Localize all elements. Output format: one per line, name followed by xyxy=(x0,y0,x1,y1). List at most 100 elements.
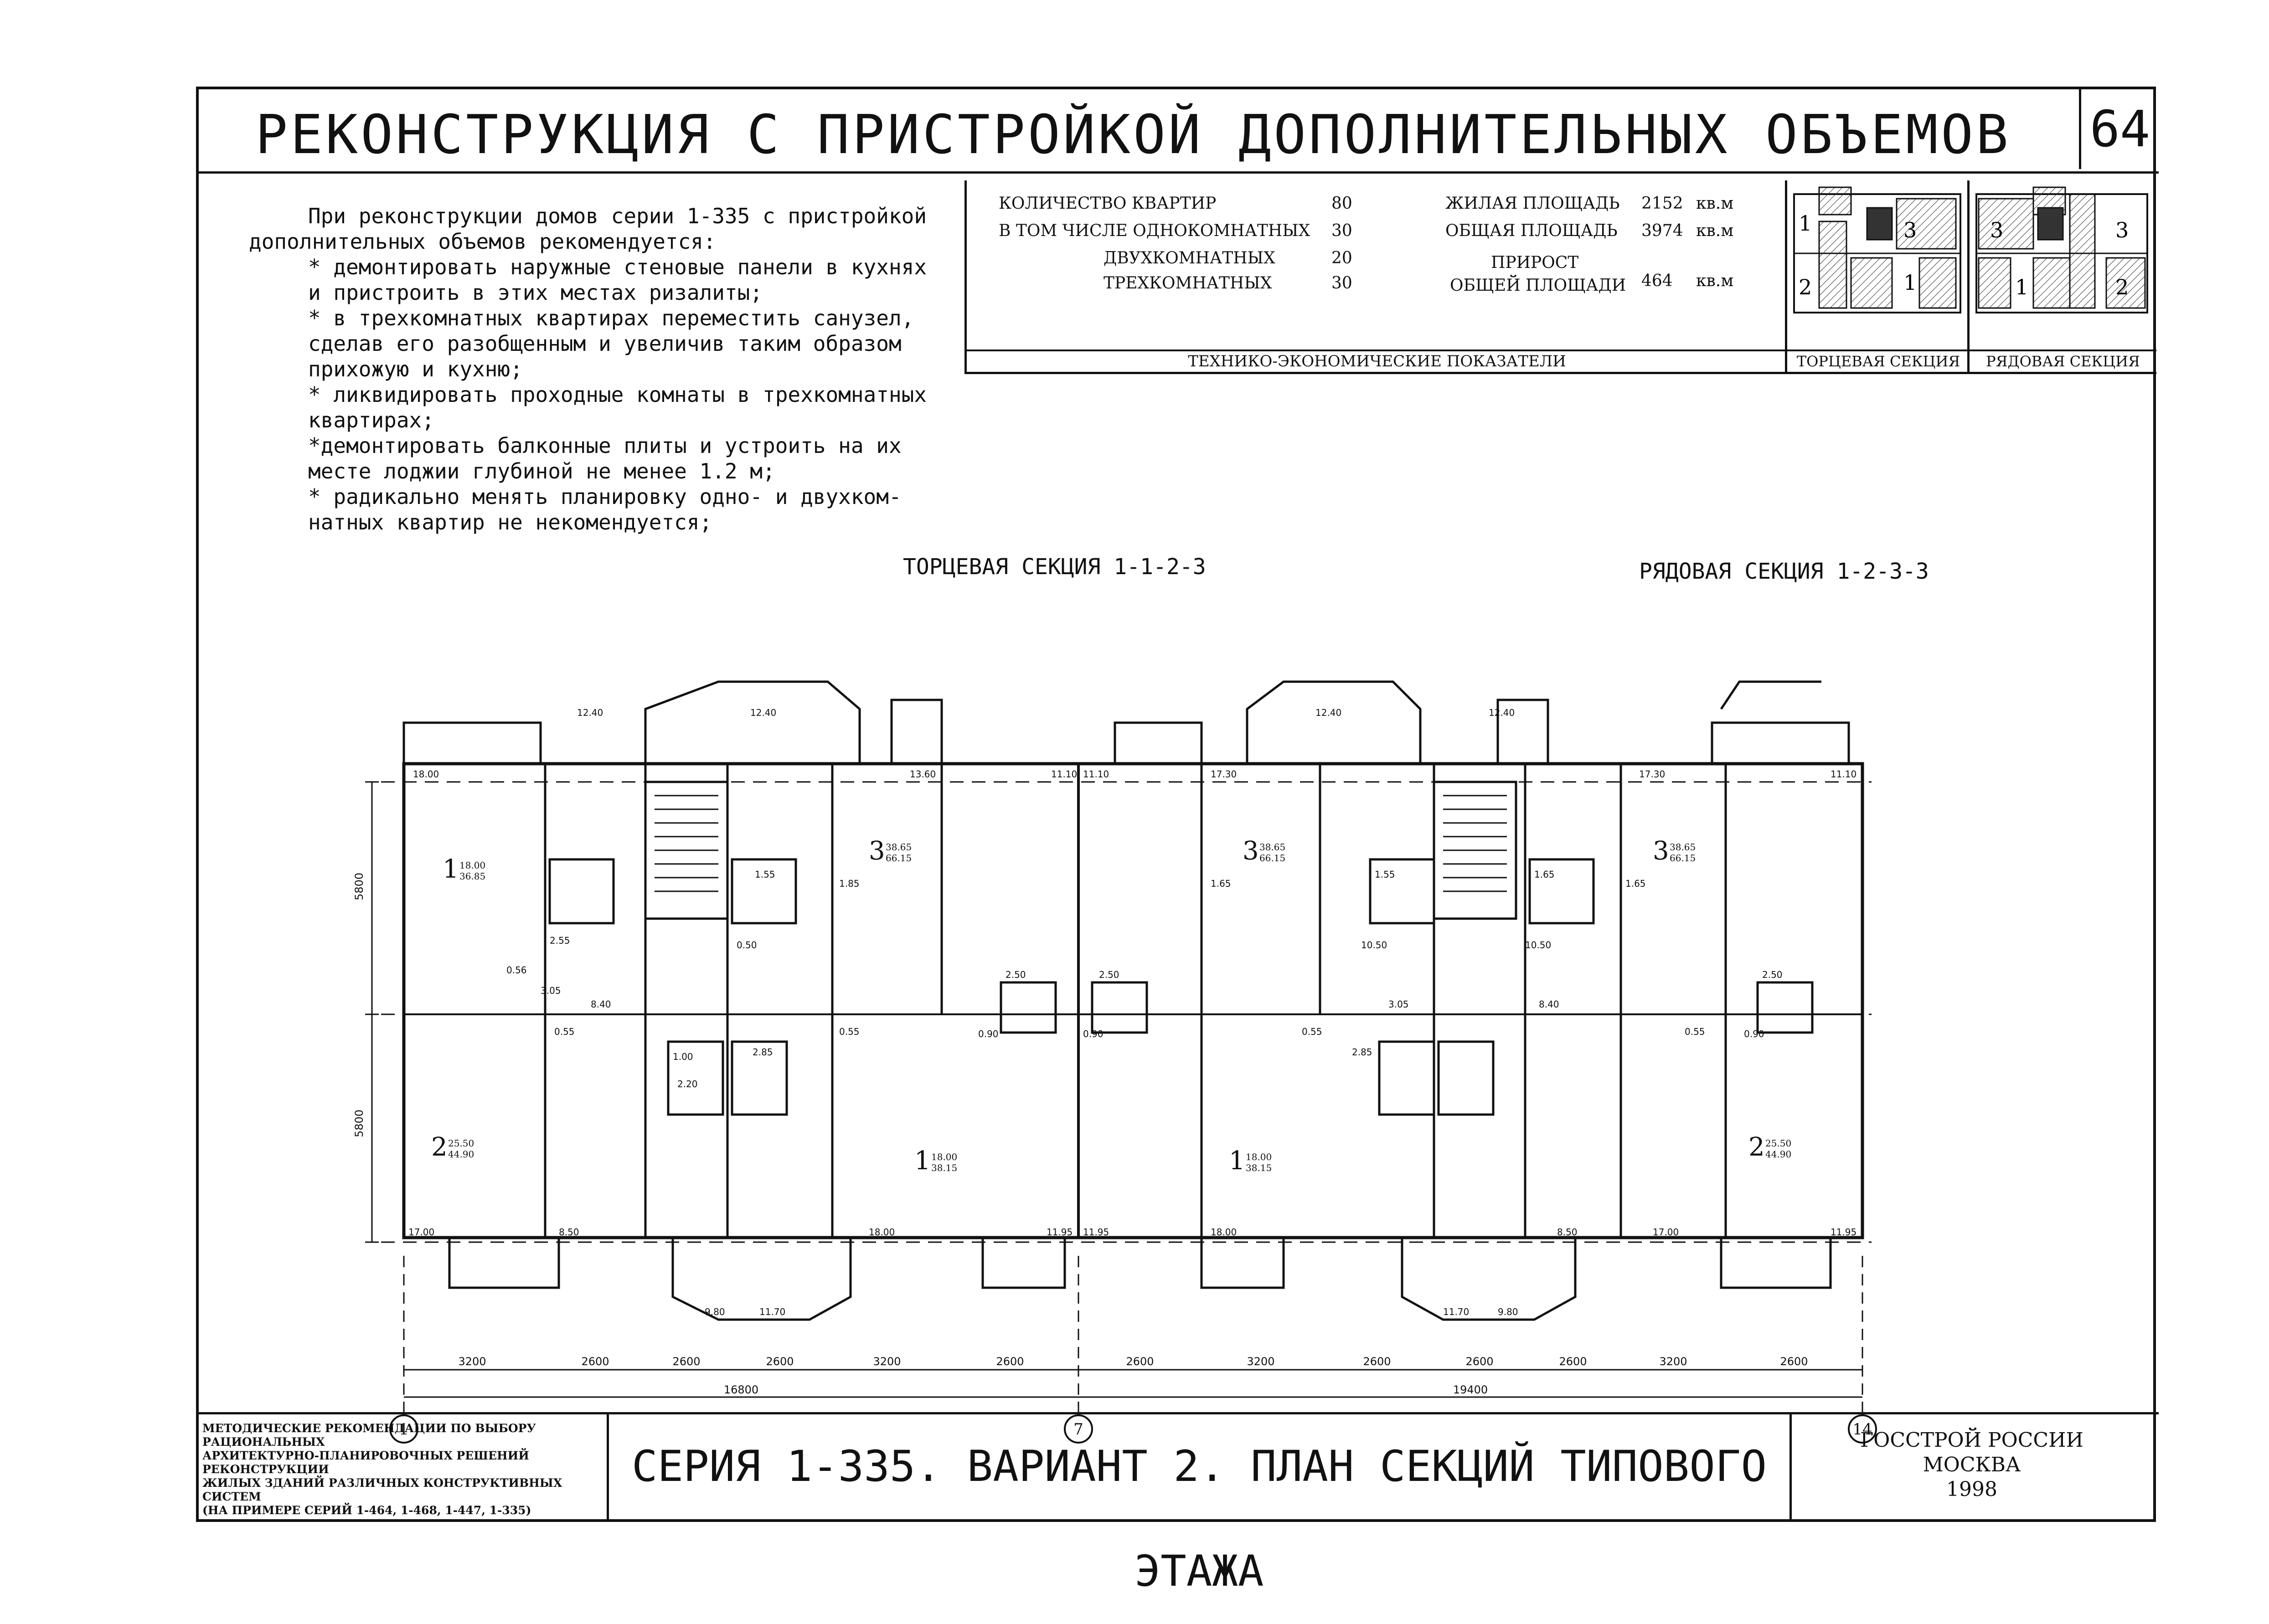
area-label: 18.00 xyxy=(413,769,439,780)
end-section-title: ТОРЦЕВАЯ СЕКЦИЯ 1-1-2-3 xyxy=(903,554,1206,580)
tep-value: 3974 xyxy=(1641,221,1683,240)
area-label: 18.00 xyxy=(869,1227,895,1238)
svg-text:1: 1 xyxy=(1229,1146,1245,1176)
scheme-number: 3 xyxy=(2115,218,2129,242)
note-line: * радикально менять планировку одно- и д… xyxy=(308,484,902,509)
area-label: 2.50 xyxy=(1762,969,1783,980)
area-label: 12.40 xyxy=(1489,707,1515,718)
axis-label-col: 14 xyxy=(1852,1420,1872,1439)
area-label: 2.85 xyxy=(753,1047,773,1058)
scheme-number: 2 xyxy=(1799,275,1812,299)
area-label: 12.40 xyxy=(1315,707,1341,718)
svg-text:18.00: 18.00 xyxy=(931,1151,957,1162)
tep-value: 30 xyxy=(1331,221,1352,240)
dim-bottom: 2600 xyxy=(996,1355,1024,1368)
project-line: (НА ПРИМЕРЕ СЕРИЙ 1-464, 1-468, 1-447, 1… xyxy=(202,1504,531,1517)
dim-bottom: 3200 xyxy=(458,1355,486,1368)
area-label: 11.70 xyxy=(1443,1306,1469,1317)
dim-bottom: 3200 xyxy=(1247,1355,1274,1368)
svg-text:44.90: 44.90 xyxy=(1765,1149,1791,1160)
area-label: 0.90 xyxy=(978,1028,999,1039)
svg-text:18.00: 18.00 xyxy=(1246,1151,1272,1162)
scheme-number: 3 xyxy=(1903,218,1917,242)
area-label: 1.55 xyxy=(755,869,775,880)
note-line: прихожую и кухню; xyxy=(308,357,523,381)
svg-text:38.65: 38.65 xyxy=(1259,842,1285,853)
area-label: 11.95 xyxy=(1083,1227,1109,1238)
area-label: 8.40 xyxy=(1539,999,1559,1010)
scheme-number: 3 xyxy=(1990,218,2003,242)
scheme-number: 1 xyxy=(1903,270,1917,295)
svg-text:36.85: 36.85 xyxy=(459,871,485,882)
area-label: 11.70 xyxy=(759,1306,785,1317)
dim-bottom: 2600 xyxy=(1559,1355,1587,1368)
dim-bottom: 2600 xyxy=(1363,1355,1391,1368)
row-section-scheme: 3 3 1 2 xyxy=(1975,186,2148,313)
scheme-number: 1 xyxy=(2015,275,2028,299)
dim-bottom: 2600 xyxy=(672,1355,700,1368)
end-section-caption: ТОРЦЕВАЯ СЕКЦИЯ xyxy=(1787,349,1970,372)
area-label: 11.10 xyxy=(1083,769,1109,780)
end-section-scheme: 1 3 2 1 xyxy=(1793,186,1961,313)
title-row: РЕКОНСТРУКЦИЯ С ПРИСТРОЙКОЙ ДОПОЛНИТЕЛЬН… xyxy=(199,89,2159,174)
dim-total: 16800 xyxy=(724,1383,758,1396)
tep-label: ОБЩЕЙ ПЛОЩАДИ xyxy=(1450,276,1626,295)
axis-label-col: 7 xyxy=(1073,1420,1083,1439)
scheme-number: 1 xyxy=(1799,211,1812,236)
floor-plan: А Б В 1 7 14 5800 11600 5800 3200 2600 2… xyxy=(354,680,1877,1444)
area-label: 1.85 xyxy=(839,878,860,889)
tep-label: ТРЕХКОМНАТНЫХ xyxy=(1104,274,1272,293)
title-block: МЕТОДИЧЕСКИЕ РЕКОМЕНДАЦИИ ПО ВЫБОРУ РАЦИ… xyxy=(199,1412,2159,1596)
area-label: 13.60 xyxy=(910,769,936,780)
tep-label: ЖИЛАЯ ПЛОЩАДЬ xyxy=(1445,194,1620,213)
tep-value: 80 xyxy=(1331,194,1352,213)
dim-bottom: 2600 xyxy=(581,1355,609,1368)
note-line: и пристроить в этих местах ризалиты; xyxy=(308,280,763,305)
project-line: АРХИТЕКТУРНО-ПЛАНИРОВОЧНЫХ РЕШЕНИЙ РЕКОН… xyxy=(202,1449,529,1476)
tep-label: ДВУХКОМНАТНЫХ xyxy=(1104,249,1275,267)
organization-name: ГОССТРОЙ РОССИИ xyxy=(1860,1429,2083,1452)
area-label: 8.40 xyxy=(591,999,611,1010)
svg-text:2: 2 xyxy=(431,1132,448,1162)
scheme-number: 2 xyxy=(2115,275,2129,299)
svg-text:38.65: 38.65 xyxy=(1670,842,1696,853)
tep-label: КОЛИЧЕСТВО КВАРТИР xyxy=(999,194,1217,213)
area-label: 12.40 xyxy=(750,707,776,718)
tep-value: 2152 xyxy=(1641,194,1683,213)
area-label: 10.50 xyxy=(1361,940,1387,951)
sheet-title: РЕКОНСТРУКЦИЯ С ПРИСТРОЙКОЙ ДОПОЛНИТЕЛЬН… xyxy=(255,103,2011,166)
svg-text:38.15: 38.15 xyxy=(931,1162,957,1173)
svg-text:3: 3 xyxy=(1653,836,1669,866)
end-section-thumbnail: 1 3 2 1 ТОРЦЕВАЯ СЕКЦИЯ xyxy=(1785,180,1970,374)
tep-unit: кв.м xyxy=(1696,221,1734,240)
note-line: * ликвидировать проходные комнаты в трех… xyxy=(308,382,927,407)
area-label: 0.55 xyxy=(1685,1026,1705,1037)
area-label: 11.10 xyxy=(1051,769,1077,780)
dim-vertical: 5800 xyxy=(354,873,366,900)
page-number: 64 xyxy=(2079,89,2159,169)
area-label: 0.50 xyxy=(737,940,757,951)
area-label: 2.50 xyxy=(1099,969,1119,980)
tep-unit: кв.м xyxy=(1696,194,1734,213)
svg-text:1: 1 xyxy=(914,1146,931,1176)
tep-value: 30 xyxy=(1331,274,1352,293)
recommendations-text: При реконструкции домов серии 1-335 с пр… xyxy=(249,203,978,535)
axis-label-col: 1 xyxy=(399,1420,409,1439)
area-label: 10.50 xyxy=(1525,940,1551,951)
project-line: ЖИЛЫХ ЗДАНИЙ РАЗЛИЧНЫХ КОНСТРУКТИВНЫХ СИ… xyxy=(202,1476,562,1503)
note-line: При реконструкции домов серии 1-335 с пр… xyxy=(308,204,927,228)
note-line: месте лоджии глубиной не менее 1.2 м; xyxy=(308,459,775,483)
area-label: 0.90 xyxy=(1083,1028,1104,1039)
note-line: квартирах; xyxy=(308,408,434,432)
area-label: 17.00 xyxy=(1653,1227,1679,1238)
area-label: 11.95 xyxy=(1047,1227,1073,1238)
area-label: 12.40 xyxy=(577,707,603,718)
note-line: дополнительных объемов рекомендуется: xyxy=(249,229,716,254)
dim-bottom: 3200 xyxy=(873,1355,901,1368)
dim-bottom: 2600 xyxy=(1126,1355,1154,1368)
area-label: 18.00 xyxy=(1211,1227,1237,1238)
svg-text:2: 2 xyxy=(1748,1132,1765,1162)
